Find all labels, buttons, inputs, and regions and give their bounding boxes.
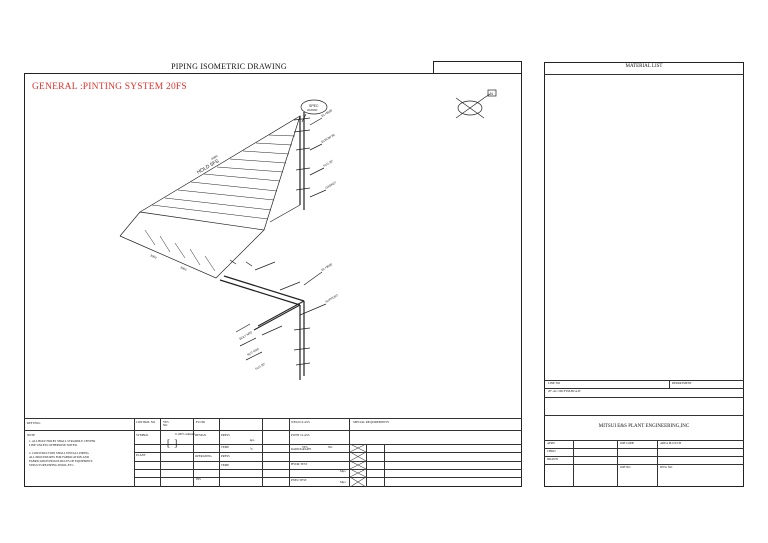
divider — [134, 418, 135, 487]
bracket-symbol: [ ] — [167, 438, 179, 448]
divider — [24, 430, 522, 431]
job-code-label: JOB CODE — [620, 441, 635, 445]
note-line: FABRICATION HOLDS RULES OF EQUIPMENT, — [29, 459, 93, 463]
note-line: STRUCTURE,PIPING SPOOL,ETC. — [29, 463, 75, 467]
svg-text:EL+3000: EL+3000 — [321, 262, 334, 272]
material-list-frame — [544, 62, 744, 487]
divider — [366, 444, 367, 487]
divider — [134, 444, 522, 445]
radiograph-label: RADIOGRAPH — [291, 447, 311, 451]
north-label: N — [490, 91, 493, 96]
pwht-class-label: PWHT CLASS — [291, 433, 310, 437]
divider — [544, 388, 744, 389]
svg-text:3000: 3000 — [180, 265, 188, 272]
control-no-label: CONTROL NO — [136, 420, 156, 424]
spec-tag-label: SPEC — [309, 104, 319, 108]
divider — [573, 440, 574, 487]
company-name: MITSUI E&S PLANT ENGINEERING,INC — [598, 424, 690, 429]
divider — [544, 456, 744, 457]
symbol-label: SYMBOL — [136, 433, 149, 437]
deg-c-unit: °C — [250, 447, 254, 451]
divider — [657, 440, 658, 487]
line-no-value: 20"-AC-500-FTM-BCA-H — [548, 389, 581, 393]
press-label: PRESS — [221, 433, 230, 437]
note-line: 1. ALL BOLT HOLES SHALL STRADDLE CENTER — [29, 439, 96, 443]
svg-text:3000: 3000 — [150, 253, 158, 260]
drawn-label: DRAWN — [547, 457, 559, 461]
svg-text:GASKET: GASKET — [325, 180, 338, 190]
operating-label: OPERATING — [195, 454, 212, 458]
divider — [544, 448, 744, 449]
divider — [544, 397, 744, 398]
divider — [384, 444, 385, 487]
ins-label: INS — [196, 477, 201, 481]
divider — [134, 452, 522, 453]
mpa-unit: Mpa — [340, 469, 346, 473]
special-requirements-label: SPECIAL REQUIREMENTS — [353, 420, 389, 424]
line-no-label: LINE NO — [548, 381, 560, 385]
svg-text:6000: 6000 — [211, 154, 219, 161]
weld-class-label: WELD CLASS — [291, 420, 310, 424]
divider — [262, 418, 263, 487]
svg-text:SUPPORT: SUPPORT — [325, 293, 340, 304]
divider — [289, 418, 290, 487]
department-label: DEPARTMENT — [672, 381, 692, 385]
dwg-no-label: DWG NO — [660, 465, 673, 469]
note-line: LINE UNLESS OTHERWISE NOTED. — [29, 443, 78, 447]
divider — [193, 418, 194, 487]
operating-temp-label: TEMP — [221, 463, 230, 467]
area-plot-label: AREA PLOT/CB — [660, 441, 682, 445]
chkd-label: CHKD — [547, 449, 556, 453]
svg-text:FLG 20": FLG 20" — [323, 159, 335, 168]
divider — [544, 464, 744, 465]
divider — [617, 440, 618, 487]
drawing-frame — [24, 73, 522, 487]
material-list-title: MATERIAL LIST — [625, 64, 663, 69]
title-block-top — [24, 418, 522, 419]
svg-text:NUT M20: NUT M20 — [247, 347, 260, 357]
appd-label: APPD — [547, 441, 555, 445]
job-no-label: JOB NO — [620, 465, 631, 469]
divider — [544, 440, 744, 441]
kpa-unit: kpa — [250, 438, 255, 442]
fluid-label: FLUID — [196, 420, 205, 424]
page-title: PIPING ISOMETRIC DRAWING — [171, 62, 287, 71]
design-label: DESIGN — [195, 433, 206, 437]
divider — [134, 477, 522, 478]
system-title: GENERAL :PINTING SYSTEM 20FS — [32, 82, 187, 92]
plant-label: PLANT — [136, 453, 146, 457]
material-list-header-line — [544, 74, 744, 75]
yes-no-label: YES NO — [163, 420, 169, 428]
operating-press-label: PRESS — [221, 454, 230, 458]
divider — [544, 380, 744, 381]
radiograph-yes: YES — [302, 445, 308, 449]
divider — [160, 418, 161, 487]
mpa-unit-2: Mpa — [340, 480, 346, 484]
divider — [669, 380, 670, 389]
note-line: ALL PROCEDURES FOR FABRICATION AND — [29, 455, 90, 459]
spec-tag-value: 20A500 — [307, 108, 318, 112]
divider — [544, 415, 744, 416]
divider — [134, 461, 522, 462]
note-title: NOTE — [27, 433, 35, 437]
radiograph-no: NO — [328, 445, 333, 449]
percent-note: 0-100% sampler — [175, 432, 195, 436]
ref-dwg-label: REF DWG — [27, 421, 41, 425]
pneu-test-label: PNEU TEST — [291, 478, 307, 482]
divider — [349, 418, 350, 487]
title-number-box — [433, 61, 522, 74]
divider — [219, 418, 220, 487]
temp-label: TEMP — [221, 445, 230, 449]
svg-text:BOLT M20: BOLT M20 — [239, 330, 254, 341]
svg-text:EL+5500: EL+5500 — [321, 108, 334, 118]
divider — [134, 469, 522, 470]
svg-text:ELBOW 90: ELBOW 90 — [321, 133, 336, 144]
svg-text:FLG 20": FLG 20" — [255, 362, 267, 371]
note-line: 2. CONSTRUCTION SHALL INSTALL PIPING — [29, 451, 89, 455]
hydr-test-label: HYDR TEST — [291, 462, 308, 466]
